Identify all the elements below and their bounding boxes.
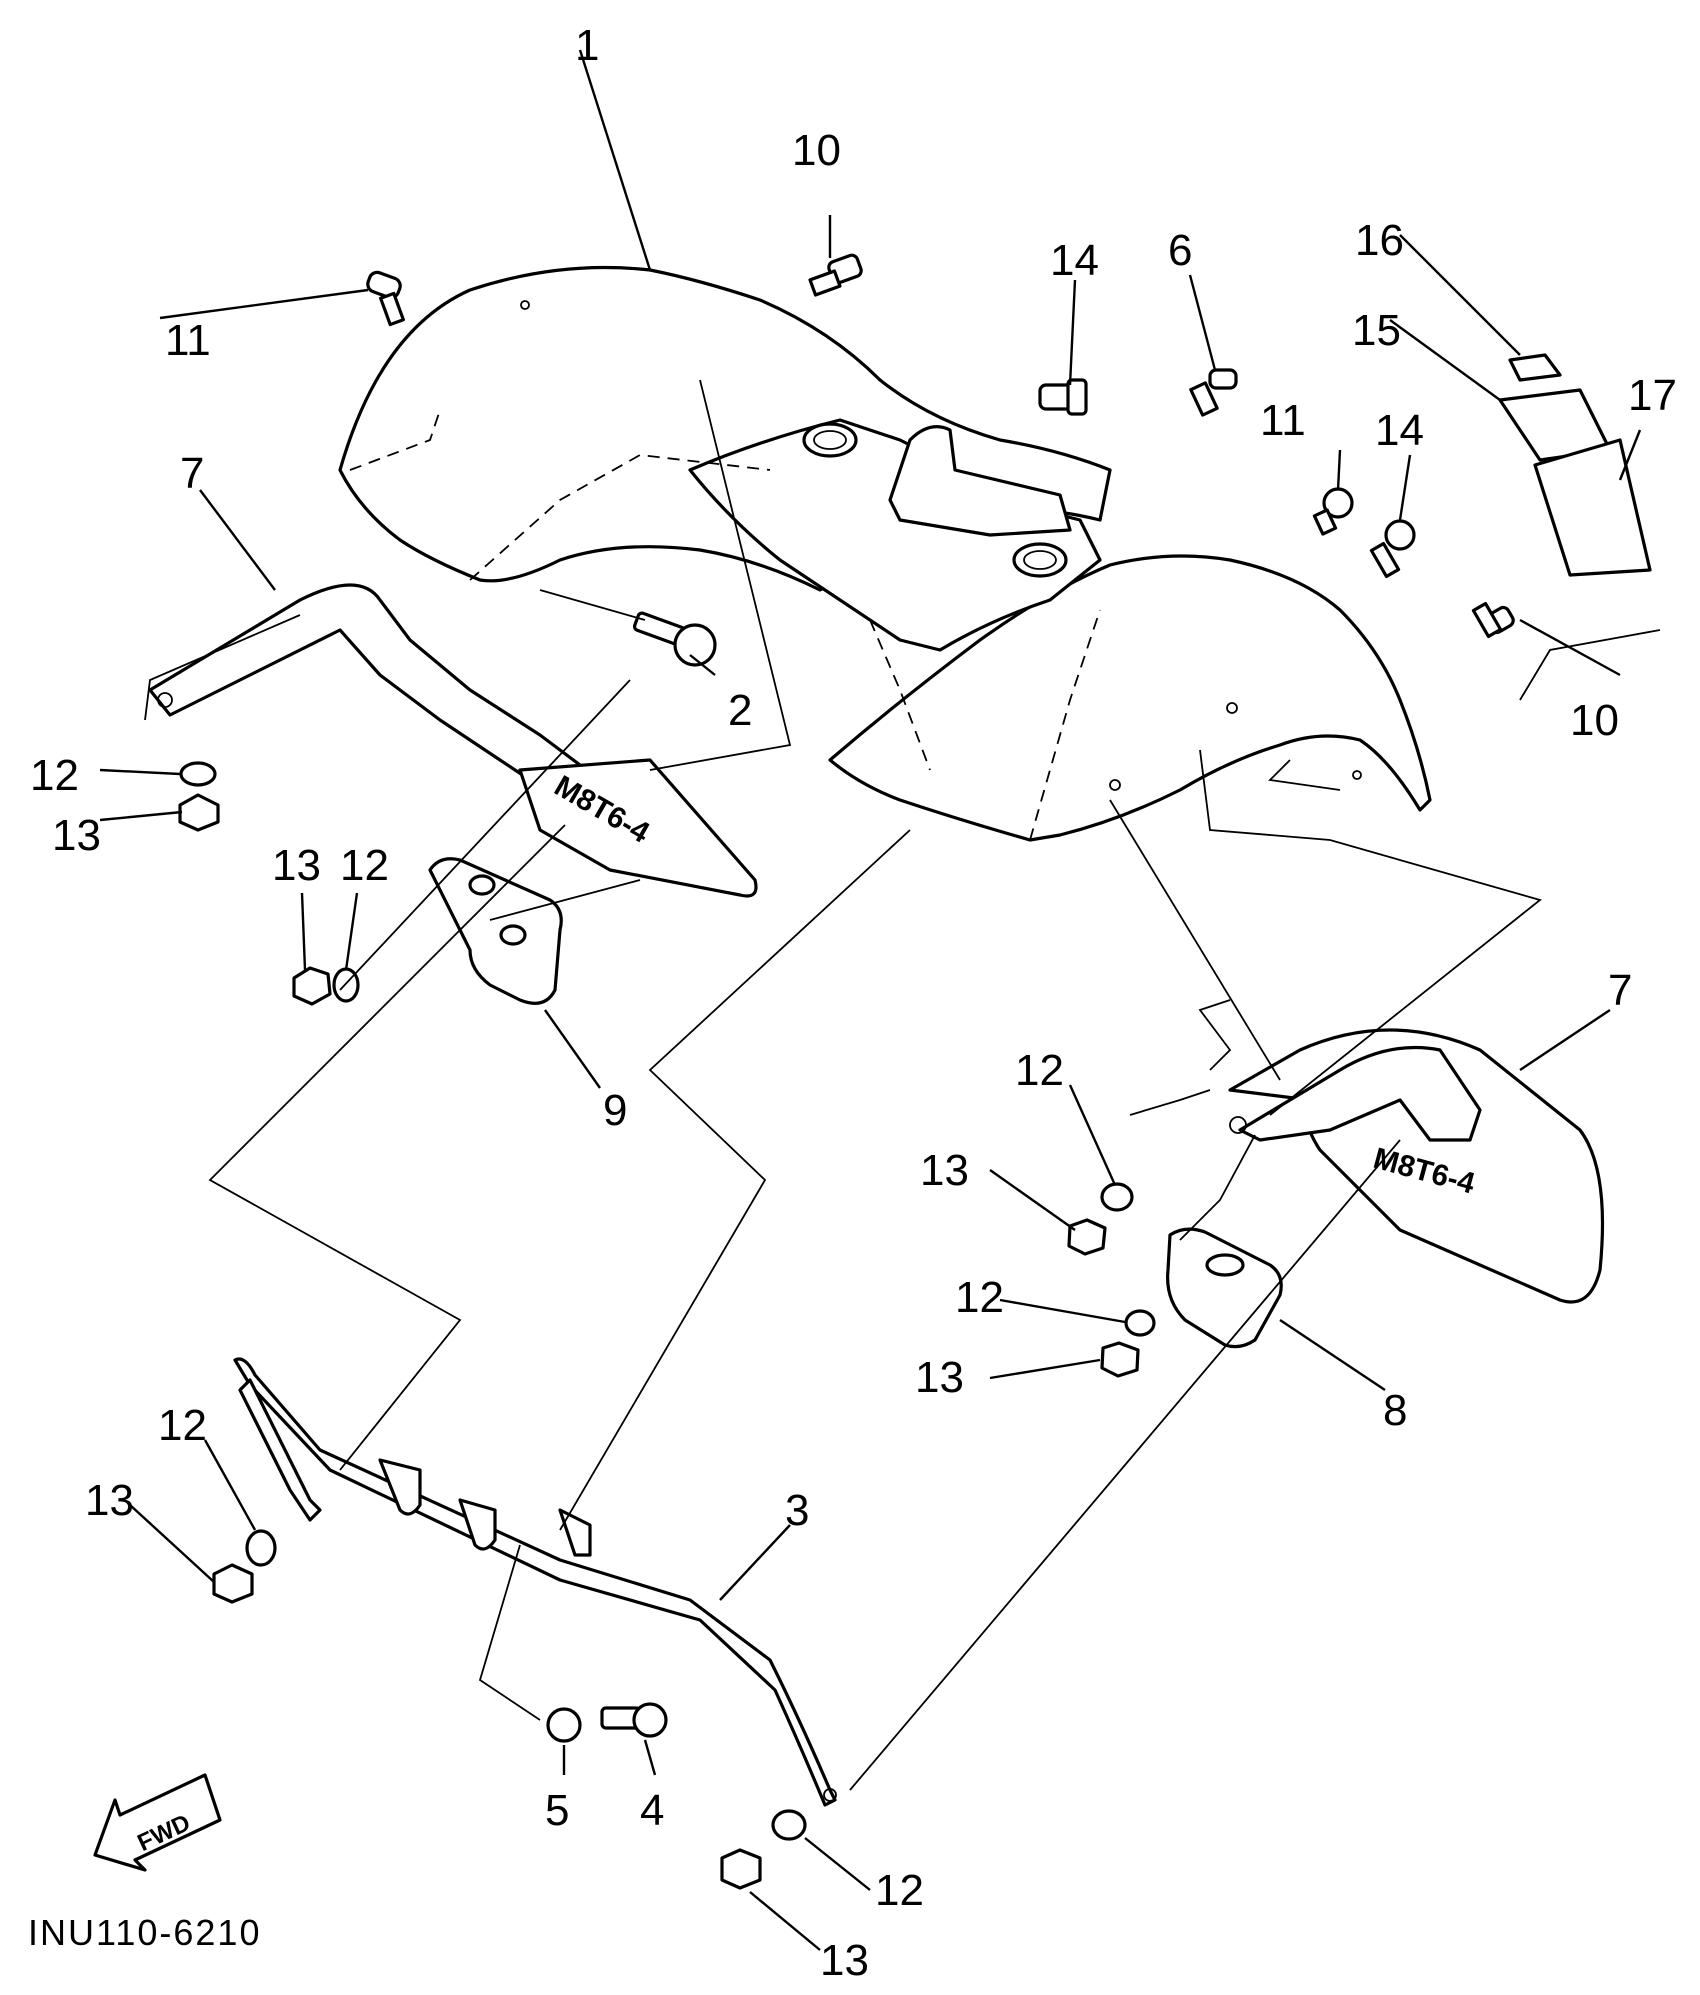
left-mudflap-bracket: M8T6-4 — [148, 583, 758, 898]
callout-12b: 12 — [340, 841, 389, 890]
callout-7a: 7 — [180, 449, 204, 498]
front-fender — [338, 265, 1432, 842]
callout-13e: 13 — [85, 1476, 134, 1525]
right-mudflap: M8T6-4 — [1228, 1028, 1605, 1304]
leader-lines — [99, 49, 1661, 1951]
callout-13c: 13 — [920, 1146, 969, 1195]
callout-9: 9 — [603, 1086, 627, 1135]
callout-14a: 14 — [1050, 236, 1099, 285]
fasteners — [178, 253, 1515, 1890]
callout-14b: 14 — [1375, 406, 1424, 455]
callout-13d: 13 — [915, 1353, 964, 1402]
callout-12a: 12 — [30, 751, 79, 800]
fwd-arrow-icon: FWD — [93, 1773, 222, 1872]
callout-6: 6 — [1168, 226, 1192, 275]
callout-12c: 12 — [1015, 1046, 1064, 1095]
callout-labels: 1 10 14 6 16 15 17 11 11 14 7 2 10 12 13… — [30, 21, 1677, 1985]
callout-12d: 12 — [955, 1273, 1004, 1322]
callout-2: 2 — [728, 686, 752, 735]
callout-4: 4 — [640, 1786, 664, 1835]
callout-10a: 10 — [792, 126, 841, 175]
callout-11b: 11 — [1260, 396, 1306, 445]
stay-bar — [233, 1357, 837, 1807]
callout-13a: 13 — [52, 811, 101, 860]
callout-13f: 13 — [820, 1936, 869, 1985]
callout-12e: 12 — [158, 1401, 207, 1450]
bracket-8 — [1166, 1227, 1283, 1349]
callout-12f: 12 — [875, 1866, 924, 1915]
bracket-9 — [428, 857, 563, 1005]
callout-7b: 7 — [1608, 966, 1632, 1015]
callout-17: 17 — [1628, 371, 1677, 420]
callout-5: 5 — [545, 1786, 569, 1835]
callout-8: 8 — [1383, 1386, 1407, 1435]
callout-10b: 10 — [1570, 696, 1619, 745]
callout-16: 16 — [1355, 216, 1404, 265]
callout-11a: 11 — [165, 316, 211, 365]
callout-3: 3 — [785, 1486, 809, 1535]
callout-1: 1 — [575, 21, 599, 70]
diagram-code: INU110-6210 — [28, 1912, 261, 1953]
callout-15: 15 — [1352, 306, 1401, 355]
callout-13b: 13 — [272, 841, 321, 890]
